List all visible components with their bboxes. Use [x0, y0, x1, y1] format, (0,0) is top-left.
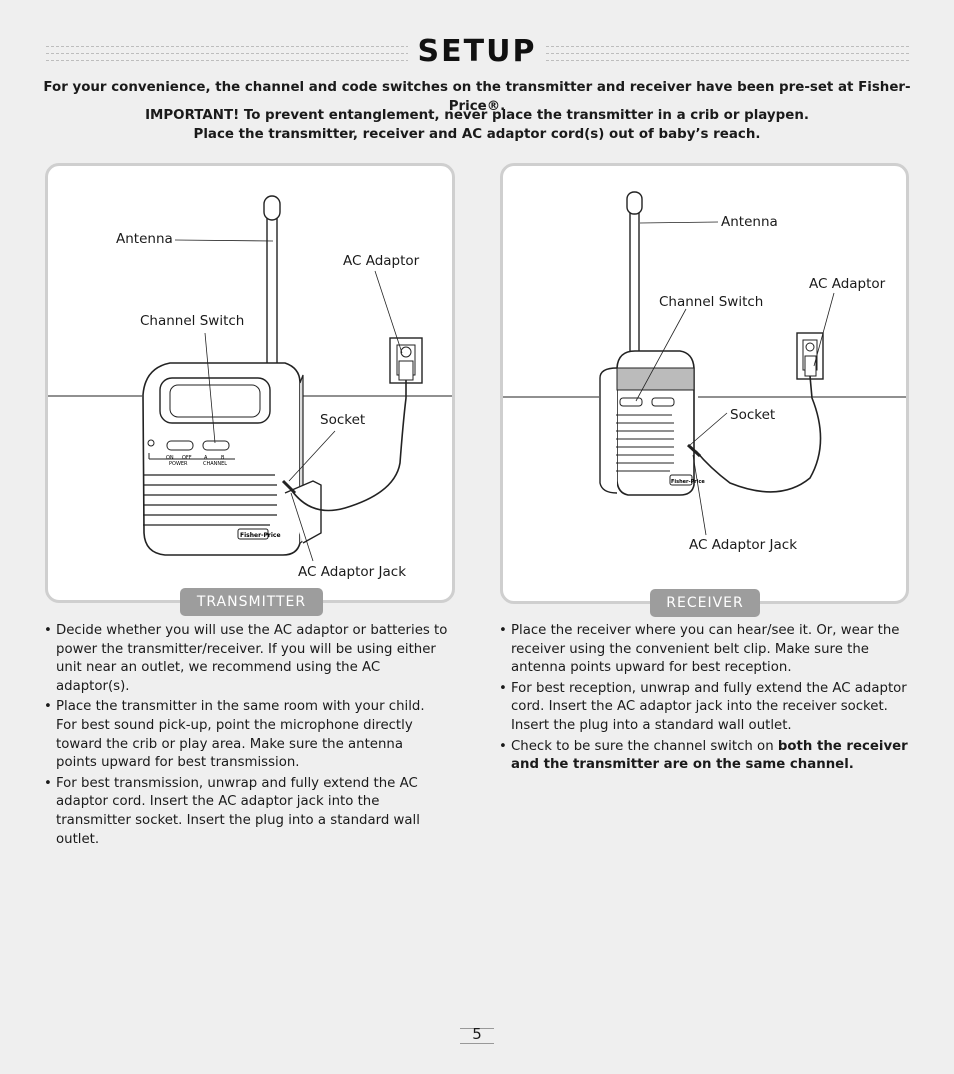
- receiver-channel-switch-label: Channel Switch: [659, 294, 764, 310]
- channel-a-text: A: [204, 455, 208, 461]
- channel-b-text: B: [221, 455, 225, 461]
- page-number-rule-top: [460, 1028, 494, 1029]
- list-item: Decide whether you will use the AC adapt…: [44, 622, 448, 696]
- transmitter-brand-text: Fisher-Price: [240, 532, 281, 539]
- channel-text: CHANNEL: [203, 461, 227, 467]
- same-channel-emphasis: both the receiver and the transmitter ar…: [511, 738, 908, 773]
- receiver-illustration: Fisher-Price: [503, 191, 906, 536]
- intro-reach-note: Place the transmitter, receiver and AC a…: [193, 127, 761, 142]
- same-channel-note: Check to be sure the channel switch on: [511, 738, 778, 754]
- receiver-panel: [500, 163, 909, 604]
- page-title: SETUP: [0, 34, 954, 69]
- receiver-ac-adaptor-jack-label: AC Adaptor Jack: [689, 537, 798, 553]
- receiver-antenna-label: Antenna: [721, 214, 778, 230]
- power-off-text: OFF: [182, 455, 192, 461]
- transmitter-ac-adaptor-jack-label: AC Adaptor Jack: [298, 564, 407, 580]
- list-item: For best transmission, unwrap and fully …: [44, 775, 448, 849]
- power-on-text: ON: [166, 455, 174, 461]
- transmitter-ac-adaptor-label: AC Adaptor: [343, 253, 420, 269]
- transmitter-antenna-label: Antenna: [116, 231, 173, 247]
- transmitter-channel-switch-label: Channel Switch: [140, 313, 245, 329]
- transmitter-instructions: Decide whether you will use the AC adapt…: [44, 622, 448, 851]
- transmitter-socket-label: Socket: [320, 412, 366, 428]
- page-number: 5: [472, 1025, 482, 1043]
- transmitter-tag: TRANSMITTER: [180, 588, 323, 616]
- receiver-instructions: Place the receiver where you can hear/se…: [499, 622, 911, 777]
- receiver-ac-adaptor-label: AC Adaptor: [809, 276, 886, 292]
- power-text: POWER: [169, 461, 188, 467]
- list-item: Place the transmitter in the same room w…: [44, 698, 448, 772]
- transmitter-illustration: ON OFF POWER A B CHANNEL Fisher-Price: [48, 195, 452, 562]
- list-item: For best reception, unwrap and fully ext…: [499, 680, 911, 736]
- receiver-socket-label: Socket: [730, 407, 776, 423]
- intro-preset-note: For your convenience, the channel and co…: [43, 80, 911, 114]
- list-item: Check to be sure the channel switch on b…: [499, 738, 911, 775]
- list-item: Place the receiver where you can hear/se…: [499, 622, 911, 678]
- page-number-rule-bottom: [460, 1043, 494, 1044]
- receiver-tag: RECEIVER: [650, 589, 760, 617]
- intro-important-note: IMPORTANT! To prevent entanglement, neve…: [145, 108, 809, 123]
- receiver-brand-text: Fisher-Price: [671, 479, 705, 485]
